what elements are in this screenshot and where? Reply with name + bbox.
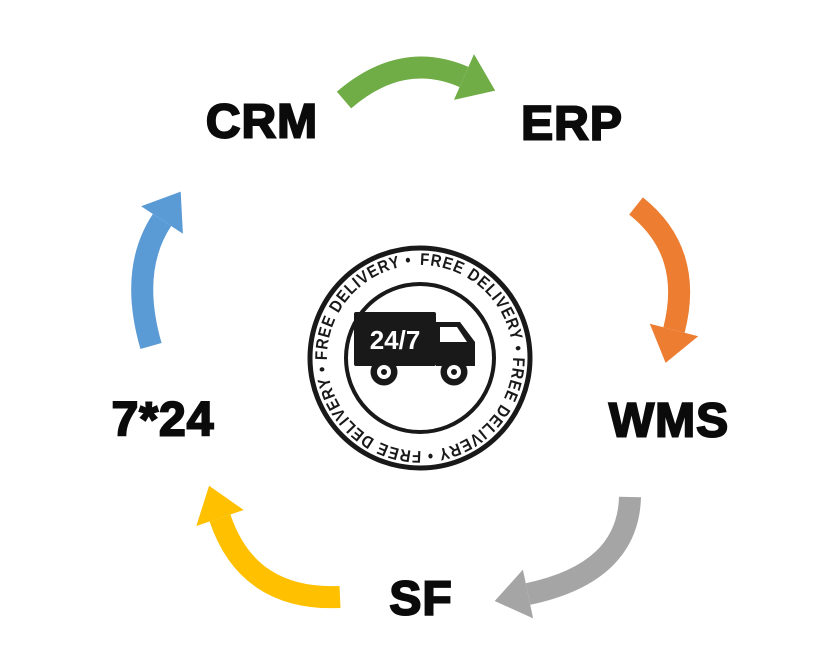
arrow-erp-to-wms [628, 197, 699, 363]
truck-label: 24/7 [370, 325, 421, 355]
truck-window [440, 327, 467, 342]
truck-cargo-box [354, 312, 436, 366]
arrow-crm-to-erp-curve [336, 56, 469, 109]
arrow-erp-to-wms-curve [628, 197, 691, 333]
node-label-7-24: 7*24 [111, 393, 215, 448]
arrow-erp-to-wms-head [649, 323, 699, 363]
free-delivery-badge: FREE DELIVERY • FREE DELIVERY • FREE DEL… [307, 245, 533, 471]
node-label-erp: ERP [520, 97, 623, 152]
node-label-sf: SF [388, 572, 453, 627]
truck-wheel-rear [370, 358, 398, 386]
arrow-724-to-crm [131, 191, 183, 350]
arrow-crm-to-erp-head [454, 54, 496, 100]
arrow-wms-to-sf-head [494, 569, 534, 619]
arrow-724-to-crm-head [141, 191, 183, 234]
node-label-crm: CRM [205, 95, 319, 150]
arrow-crm-to-erp [336, 54, 496, 109]
arrow-sf-to-724-head [196, 485, 244, 526]
truck-wheel-front [440, 358, 468, 386]
arrow-sf-to-724-curve [209, 514, 341, 609]
node-label-wms: WMS [608, 394, 730, 449]
arrow-wms-to-sf-curve [525, 496, 641, 605]
arrow-724-to-crm-curve [131, 213, 172, 350]
arrow-wms-to-sf [494, 496, 641, 619]
delivery-truck-icon: 24/7 [354, 312, 475, 386]
arrow-sf-to-724 [196, 485, 341, 609]
